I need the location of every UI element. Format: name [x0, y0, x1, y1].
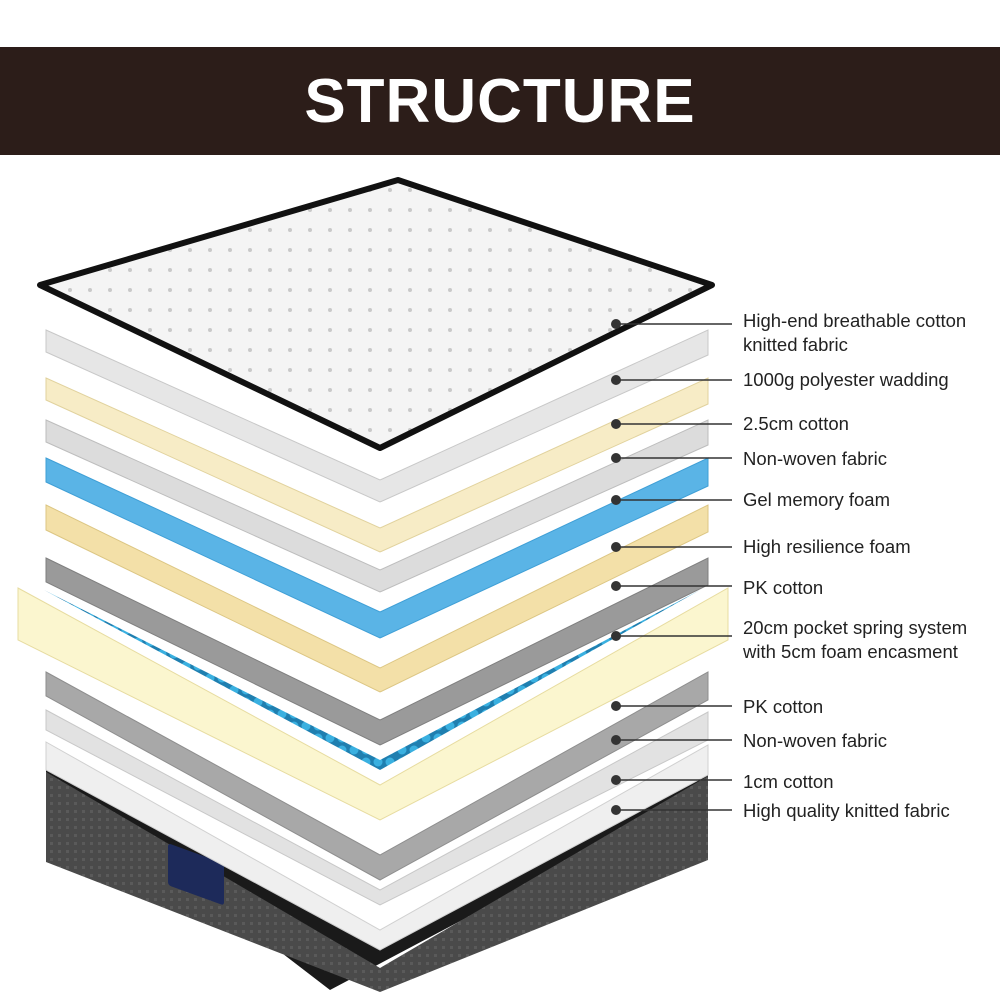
page-title: STRUCTURE: [304, 66, 696, 136]
label-pocket-spring: 20cm pocket spring system with 5cm foam …: [743, 616, 967, 664]
layer-pk-cotton-2: [45, 671, 709, 881]
label-hr-foam: High resilience foam: [743, 535, 911, 559]
label-line: High-end breathable cotton: [743, 310, 967, 331]
layer-hr-foam: [45, 504, 709, 693]
label-nonwoven-2: Non-woven fabric: [743, 729, 887, 753]
label-line: 1000g polyester wadding: [743, 369, 949, 390]
label-line: Gel memory foam: [743, 489, 891, 510]
layer-pocket-spring: [17, 587, 729, 821]
label-line: Non-woven fabric: [743, 448, 887, 469]
label-line: 1cm cotton: [743, 771, 834, 792]
layer-knitted-top: [37, 177, 715, 451]
label-line: High quality knitted fabric: [743, 800, 950, 821]
layer-gel-foam: [45, 457, 709, 639]
label-line: knitted fabric: [743, 334, 848, 355]
label-pk-cotton-2: PK cotton: [743, 695, 823, 719]
label-cotton-25: 2.5cm cotton: [743, 412, 849, 436]
brand-label: [168, 844, 224, 905]
leader-lines: [611, 319, 732, 815]
layer-pk-cotton-1: [45, 557, 709, 746]
label-gel-foam: Gel memory foam: [743, 488, 890, 512]
label-pk-cotton-1: PK cotton: [743, 576, 823, 600]
label-line: Non-woven fabric: [743, 730, 887, 751]
layer-knitted-base: [46, 760, 708, 992]
label-knitted-base: High quality knitted fabric: [743, 799, 950, 823]
label-line: PK cotton: [743, 577, 824, 598]
label-line: 2.5cm cotton: [743, 413, 849, 434]
label-line: 20cm pocket spring system: [743, 617, 968, 638]
label-line: PK cotton: [743, 696, 824, 717]
label-cotton-1: 1cm cotton: [743, 770, 834, 794]
layer-cotton-1: [45, 741, 709, 951]
layer-cotton-25: [45, 377, 709, 553]
layer-wadding: [45, 329, 709, 503]
label-wadding: 1000g polyester wadding: [743, 368, 949, 392]
label-line: with 5cm foam encasment: [743, 641, 958, 662]
label-line: High resilience foam: [743, 536, 911, 557]
label-nonwoven-1: Non-woven fabric: [743, 447, 887, 471]
title-banner: STRUCTURE: [0, 47, 1000, 155]
label-knitted-top: High-end breathable cotton knitted fabri…: [743, 309, 966, 357]
layer-nonwoven-1: [45, 419, 709, 593]
